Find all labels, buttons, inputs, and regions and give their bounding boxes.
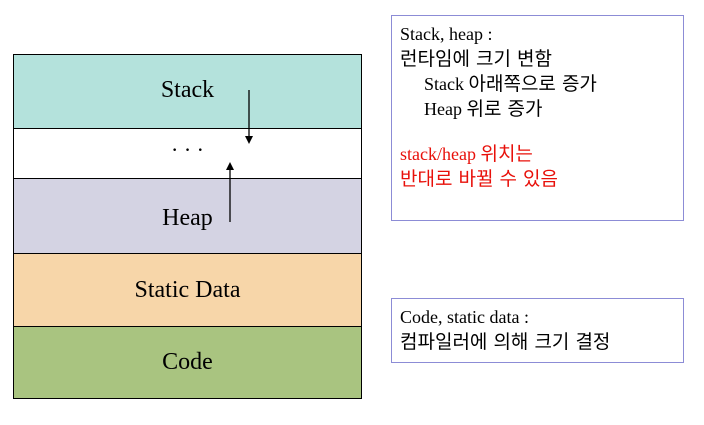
static-data-label: Static Data (134, 276, 241, 303)
heap-label: Heap (162, 204, 213, 231)
note-spacer (400, 122, 677, 142)
stack-label: Stack (160, 77, 215, 103)
heap-segment: Heap (13, 178, 362, 254)
stack-direction-line: Stack 아래쪽으로 증가 (424, 73, 597, 95)
ellipsis-label: · · · (171, 136, 204, 162)
position-swap-note-line2: 반대로 바뀔 수 있음 (400, 168, 558, 190)
code-label: Code (162, 349, 213, 375)
compile-note-desc: 컴파일러에 의해 크기 결정 (400, 331, 611, 353)
runtime-size-note: Stack, heap : 런타임에 크기 변함 Stack 아래쪽으로 증가 … (391, 15, 684, 221)
code-segment: Code (13, 326, 362, 399)
position-swap-note-line1: stack/heap 위치는 (400, 143, 533, 165)
gap-segment: · · · (13, 128, 362, 179)
runtime-note-title: Stack, heap : (400, 24, 493, 44)
runtime-note-desc: 런타임에 크기 변함 (400, 48, 552, 70)
compile-note-title: Code, static data : (400, 307, 529, 327)
heap-direction-line: Heap 위로 증가 (424, 98, 543, 120)
compile-size-note: Code, static data : 컴파일러에 의해 크기 결정 (391, 298, 684, 363)
arrow-down-icon (245, 90, 253, 144)
arrow-up-icon (226, 162, 234, 222)
static-data-segment: Static Data (13, 253, 362, 327)
stack-segment: Stack (13, 54, 362, 129)
